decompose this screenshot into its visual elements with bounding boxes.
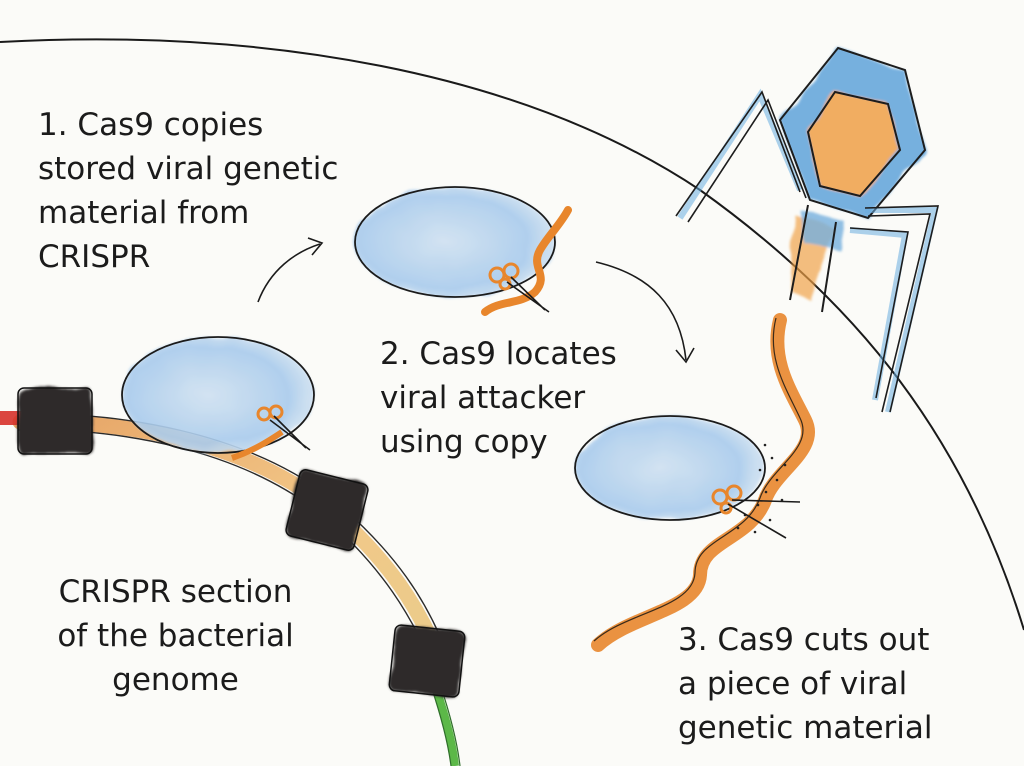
scissors-icon [711, 484, 801, 539]
label-step1-line2: stored viral genetic [38, 151, 339, 187]
cas9-protein-with-copy [354, 186, 572, 316]
label-step2: 2. Cas9 locates viral attacker using cop… [380, 332, 617, 464]
label-crispr-line2: of the bacterial [57, 618, 294, 654]
label-step1-line4: CRISPR [38, 239, 151, 275]
label-step3: 3. Cas9 cuts out a piece of viral geneti… [678, 618, 933, 750]
crispr-genome-strand [0, 387, 466, 766]
label-step1-line3: material from [38, 195, 250, 231]
arrow-step2-to-step3 [595, 261, 687, 361]
arrow-step1-to-step2 [257, 243, 321, 303]
label-crispr-line3: genome [112, 662, 239, 698]
bacteriophage-icon [675, 46, 940, 413]
label-step1: 1. Cas9 copies stored viral genetic mate… [38, 103, 338, 279]
label-step3-line1: 3. Cas9 cuts out [678, 622, 930, 658]
label-step1-line1: 1. Cas9 copies [38, 107, 264, 143]
label-step3-line2: a piece of viral [678, 666, 908, 702]
scissors-icon [256, 404, 311, 451]
label-step2-line2: viral attacker [380, 380, 586, 416]
rna-copy-strand [481, 206, 572, 316]
label-crispr-section: CRISPR section of the bacterial genome [38, 570, 313, 702]
label-step3-line3: genetic material [678, 710, 933, 746]
crispr-repeat-blocks [17, 387, 466, 698]
scissors-icon [488, 262, 550, 313]
cas9-protein-copying [121, 336, 315, 461]
cas9-protein-cutting [574, 415, 801, 539]
label-crispr-line1: CRISPR section [58, 574, 293, 610]
cell-membrane [0, 38, 1024, 631]
process-arrows [257, 237, 695, 364]
viral-dna-strand [591, 313, 815, 652]
label-step2-line3: using copy [380, 424, 548, 460]
label-step2-line1: 2. Cas9 locates [380, 336, 617, 372]
